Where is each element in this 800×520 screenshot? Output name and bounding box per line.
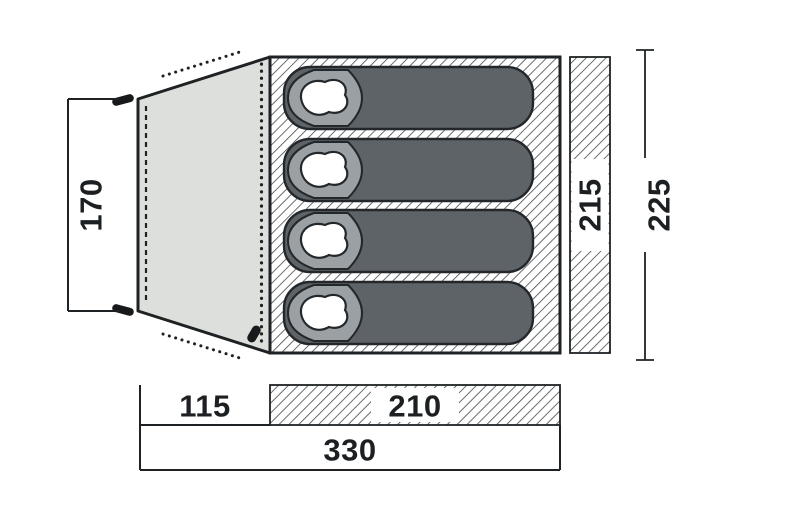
- guy-line-bottom: [161, 332, 245, 361]
- dimension-porch-length: 115: [139, 385, 231, 470]
- dimension-inner-width: 215: [569, 56, 611, 354]
- label-backplate: [371, 388, 459, 422]
- label-backplate: [571, 159, 609, 251]
- dimension-total-length: 330: [140, 424, 561, 471]
- sleeping-bag: [282, 208, 535, 274]
- door-toggle-icon: [247, 325, 261, 343]
- sleeping-bag: [282, 280, 535, 346]
- dimension-porch-depth-label: 170: [74, 178, 109, 231]
- peg-top-icon: [112, 94, 134, 106]
- dimension-total-length-label: 330: [323, 433, 376, 468]
- dimension-bedroom-length: 210: [269, 384, 561, 426]
- dimension-porch-depth: 170: [67, 98, 120, 312]
- dimension-bedroom-length-label: 210: [388, 389, 441, 424]
- dimension-porch-length-label: 115: [179, 389, 231, 424]
- peg-bottom-icon: [112, 304, 134, 316]
- label-backplate: [640, 158, 678, 252]
- guy-line-top: [161, 49, 245, 78]
- sleeping-bag: [282, 137, 535, 203]
- dimension-outer-width-label: 225: [642, 178, 677, 231]
- dimension-inner-width-label: 215: [573, 178, 608, 231]
- sleeping-bag: [282, 65, 535, 131]
- porch-area: [136, 55, 272, 355]
- dimension-outer-width: 225: [636, 49, 678, 361]
